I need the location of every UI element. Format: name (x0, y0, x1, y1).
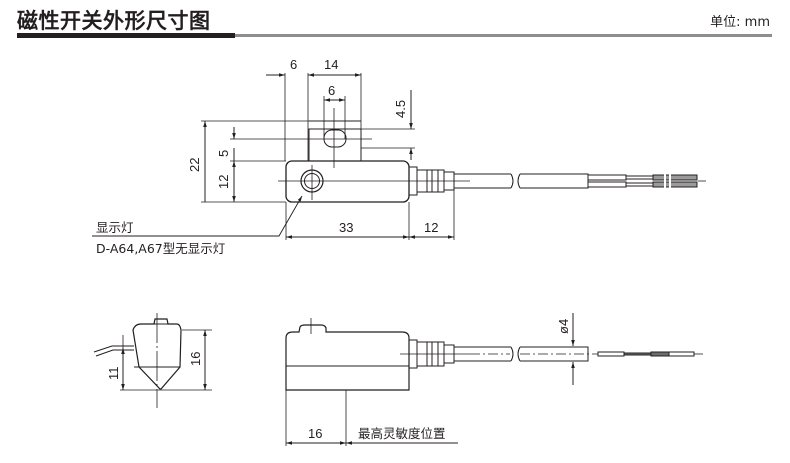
dim-body-height: 12 (216, 175, 231, 189)
end-view-body (132, 318, 182, 390)
dim-cable-diameter: ø4 (556, 319, 571, 334)
cable-boot-top (408, 166, 455, 196)
title-underline-grey (235, 34, 772, 37)
dim-cable-boot-length: 12 (424, 220, 438, 235)
top-view (92, 73, 706, 240)
title-underline-dark (17, 33, 235, 38)
mount-slot (323, 129, 347, 148)
dim-slot-offset: 4.5 (393, 100, 408, 118)
dim-mount-width: 14 (324, 57, 338, 72)
dim-end-total-height: 16 (188, 352, 203, 366)
indicator-lamp-label: 显示灯 (96, 220, 134, 235)
lamp-leader (92, 195, 303, 237)
dim-body-length: 33 (339, 220, 353, 235)
cable-side (454, 346, 703, 362)
dim-slot-height: 5 (216, 150, 231, 157)
mounting-tab (308, 128, 362, 161)
side-view (285, 313, 703, 446)
max-sensitivity-label: 最高灵敏度位置 (358, 426, 446, 441)
dim-slot-width: 6 (328, 83, 335, 98)
dim-end-center-height: 11 (106, 367, 121, 381)
dim-total-height: 22 (187, 158, 202, 172)
end-view (93, 313, 212, 408)
unit-label: 单位: mm (710, 15, 770, 30)
cable-top (454, 173, 706, 189)
dim-sensing-offset: 16 (308, 426, 322, 441)
side-view-body (285, 324, 410, 391)
dim-lever-offset: 6 (290, 57, 297, 72)
no-lamp-models-note: D-A64,A67型无显示灯 (96, 241, 225, 256)
page-title: 磁性开关外形尺寸图 (17, 9, 211, 33)
